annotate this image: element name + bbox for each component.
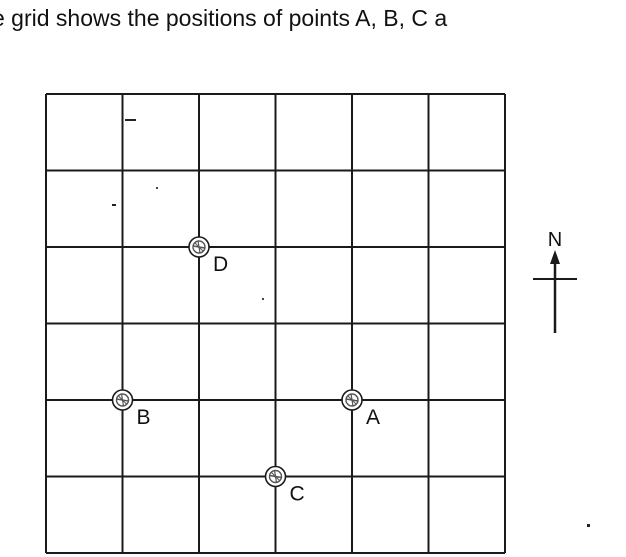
point-b: B [111,389,151,429]
caption-text: e grid shows the positions of points A, … [0,5,448,31]
north-arrow-icon [550,250,560,264]
point-marker-icon [188,236,210,258]
point-label: D [213,253,228,276]
point-c: C [264,465,305,506]
points-layer: A B C D [111,236,380,506]
compass-label: N [548,229,562,251]
point-a: A [341,389,380,429]
scan-specks [112,119,590,527]
point-label: B [137,406,151,429]
point-label: C [290,483,305,506]
point-marker-icon [264,465,287,488]
compass: N [533,229,577,333]
point-marker-icon [341,389,363,411]
point-d: D [188,236,228,276]
point-label: A [366,406,380,429]
grid-lines [45,93,506,554]
point-marker-icon [111,389,134,411]
